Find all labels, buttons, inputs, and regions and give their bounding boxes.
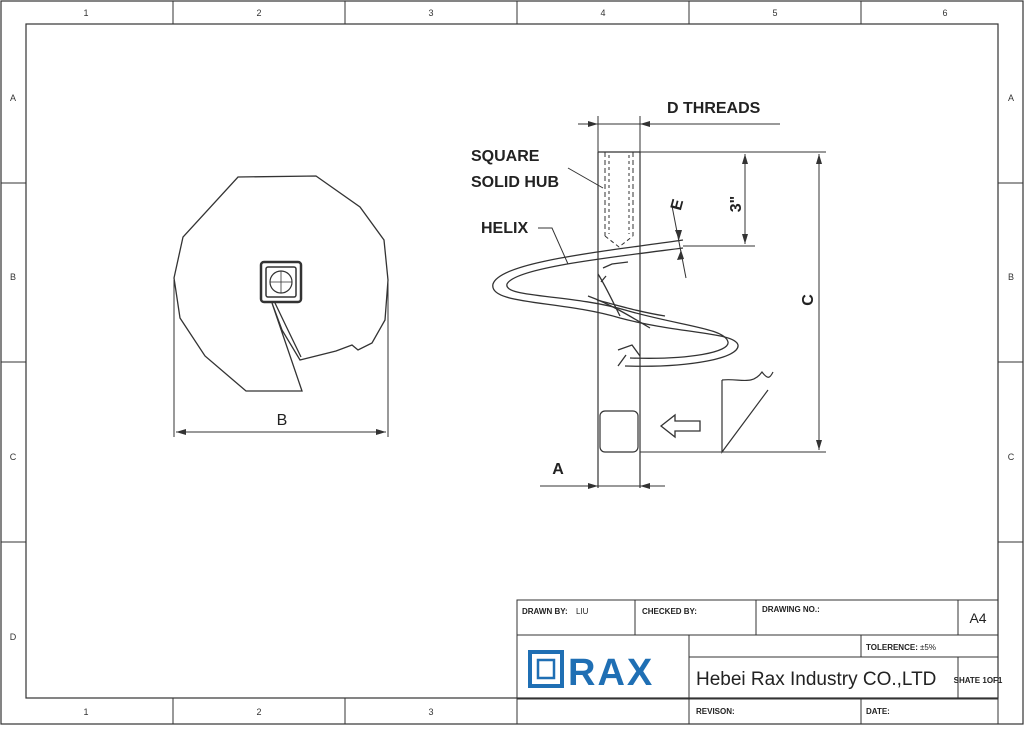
- helix-leader: [538, 227, 569, 265]
- dim-b-label: B: [277, 412, 288, 429]
- drawn-by-label: DRAWN BY:: [522, 607, 568, 616]
- ruler-bottom-col-3: 3: [428, 707, 433, 717]
- ruler-col-4: 4: [600, 8, 605, 18]
- square-hub-inner: [265, 266, 297, 298]
- threaded-bore: [604, 152, 634, 248]
- ruler-col-5: 5: [772, 8, 777, 18]
- side-rulers: [1, 182, 1023, 543]
- ruler-row-c-right: C: [1008, 452, 1015, 462]
- sheet-number: SHATE 1OF1: [954, 676, 1003, 685]
- drawing-no-label: DRAWING NO.:: [762, 605, 820, 614]
- dim-c-label: C: [800, 294, 817, 306]
- square-hub-bottom: [599, 410, 639, 453]
- ruler-col-1: 1: [83, 8, 88, 18]
- drawn-by-value: LIU: [576, 607, 589, 616]
- ruler-col-6: 6: [942, 8, 947, 18]
- hub-label-line1: SQUARE: [471, 148, 540, 165]
- ruler-row-c: C: [10, 452, 17, 462]
- tolerance-label: TOLERENCE:: [866, 643, 918, 652]
- helix-label: HELIX: [481, 220, 528, 237]
- title-block: [516, 599, 999, 725]
- helix-cut-edge: [274, 302, 302, 358]
- dimension-3in: [640, 151, 755, 247]
- company-name: Hebei Rax Industry CO.,LTD: [696, 669, 936, 690]
- rax-logo: RAX: [528, 650, 654, 694]
- dim-a-label: A: [552, 461, 564, 478]
- ruler-row-a-right: A: [1008, 93, 1014, 103]
- sheet-size: A4: [969, 610, 986, 626]
- inner-frame: [25, 23, 999, 699]
- top-ruler: [172, 1, 862, 24]
- ruler-row-a: A: [10, 93, 16, 103]
- square-hub-top: [259, 260, 303, 304]
- helix-disc-outline: [173, 175, 389, 392]
- ruler-row-d: D: [10, 632, 17, 642]
- ruler-bottom-col-2: 2: [256, 707, 261, 717]
- dimension-d: [578, 116, 780, 152]
- hub-label-line2: SOLID HUB: [471, 174, 559, 191]
- ruler-row-b-right: B: [1008, 272, 1014, 282]
- ruler-col-2: 2: [256, 8, 261, 18]
- revision-label: REVISON:: [696, 707, 735, 716]
- helix-blade: [492, 239, 739, 367]
- dimension-e: [671, 205, 687, 279]
- d-threads-label: D THREADS: [667, 100, 761, 117]
- bottom-ruler: [172, 698, 518, 724]
- ruler-bottom-col-1: 1: [83, 707, 88, 717]
- logo-text: RAX: [568, 652, 654, 694]
- dim-3in-label: 3": [728, 196, 745, 212]
- ground-symbol: [721, 370, 774, 382]
- checked-by-label: CHECKED BY:: [642, 607, 697, 616]
- dim-e-label: E: [668, 197, 687, 212]
- logo-square-icon: [528, 650, 564, 688]
- dimension-a: [540, 483, 665, 489]
- top-view: [173, 175, 389, 392]
- dimension-c: [640, 151, 826, 453]
- tolerance-value: ±5%: [920, 643, 936, 652]
- date-label: DATE:: [866, 707, 890, 716]
- ruler-col-3: 3: [428, 8, 433, 18]
- direction-arrow: [659, 413, 701, 439]
- ruler-row-b: B: [10, 272, 16, 282]
- dimension-b: [173, 280, 389, 437]
- hub-leader: [567, 167, 604, 189]
